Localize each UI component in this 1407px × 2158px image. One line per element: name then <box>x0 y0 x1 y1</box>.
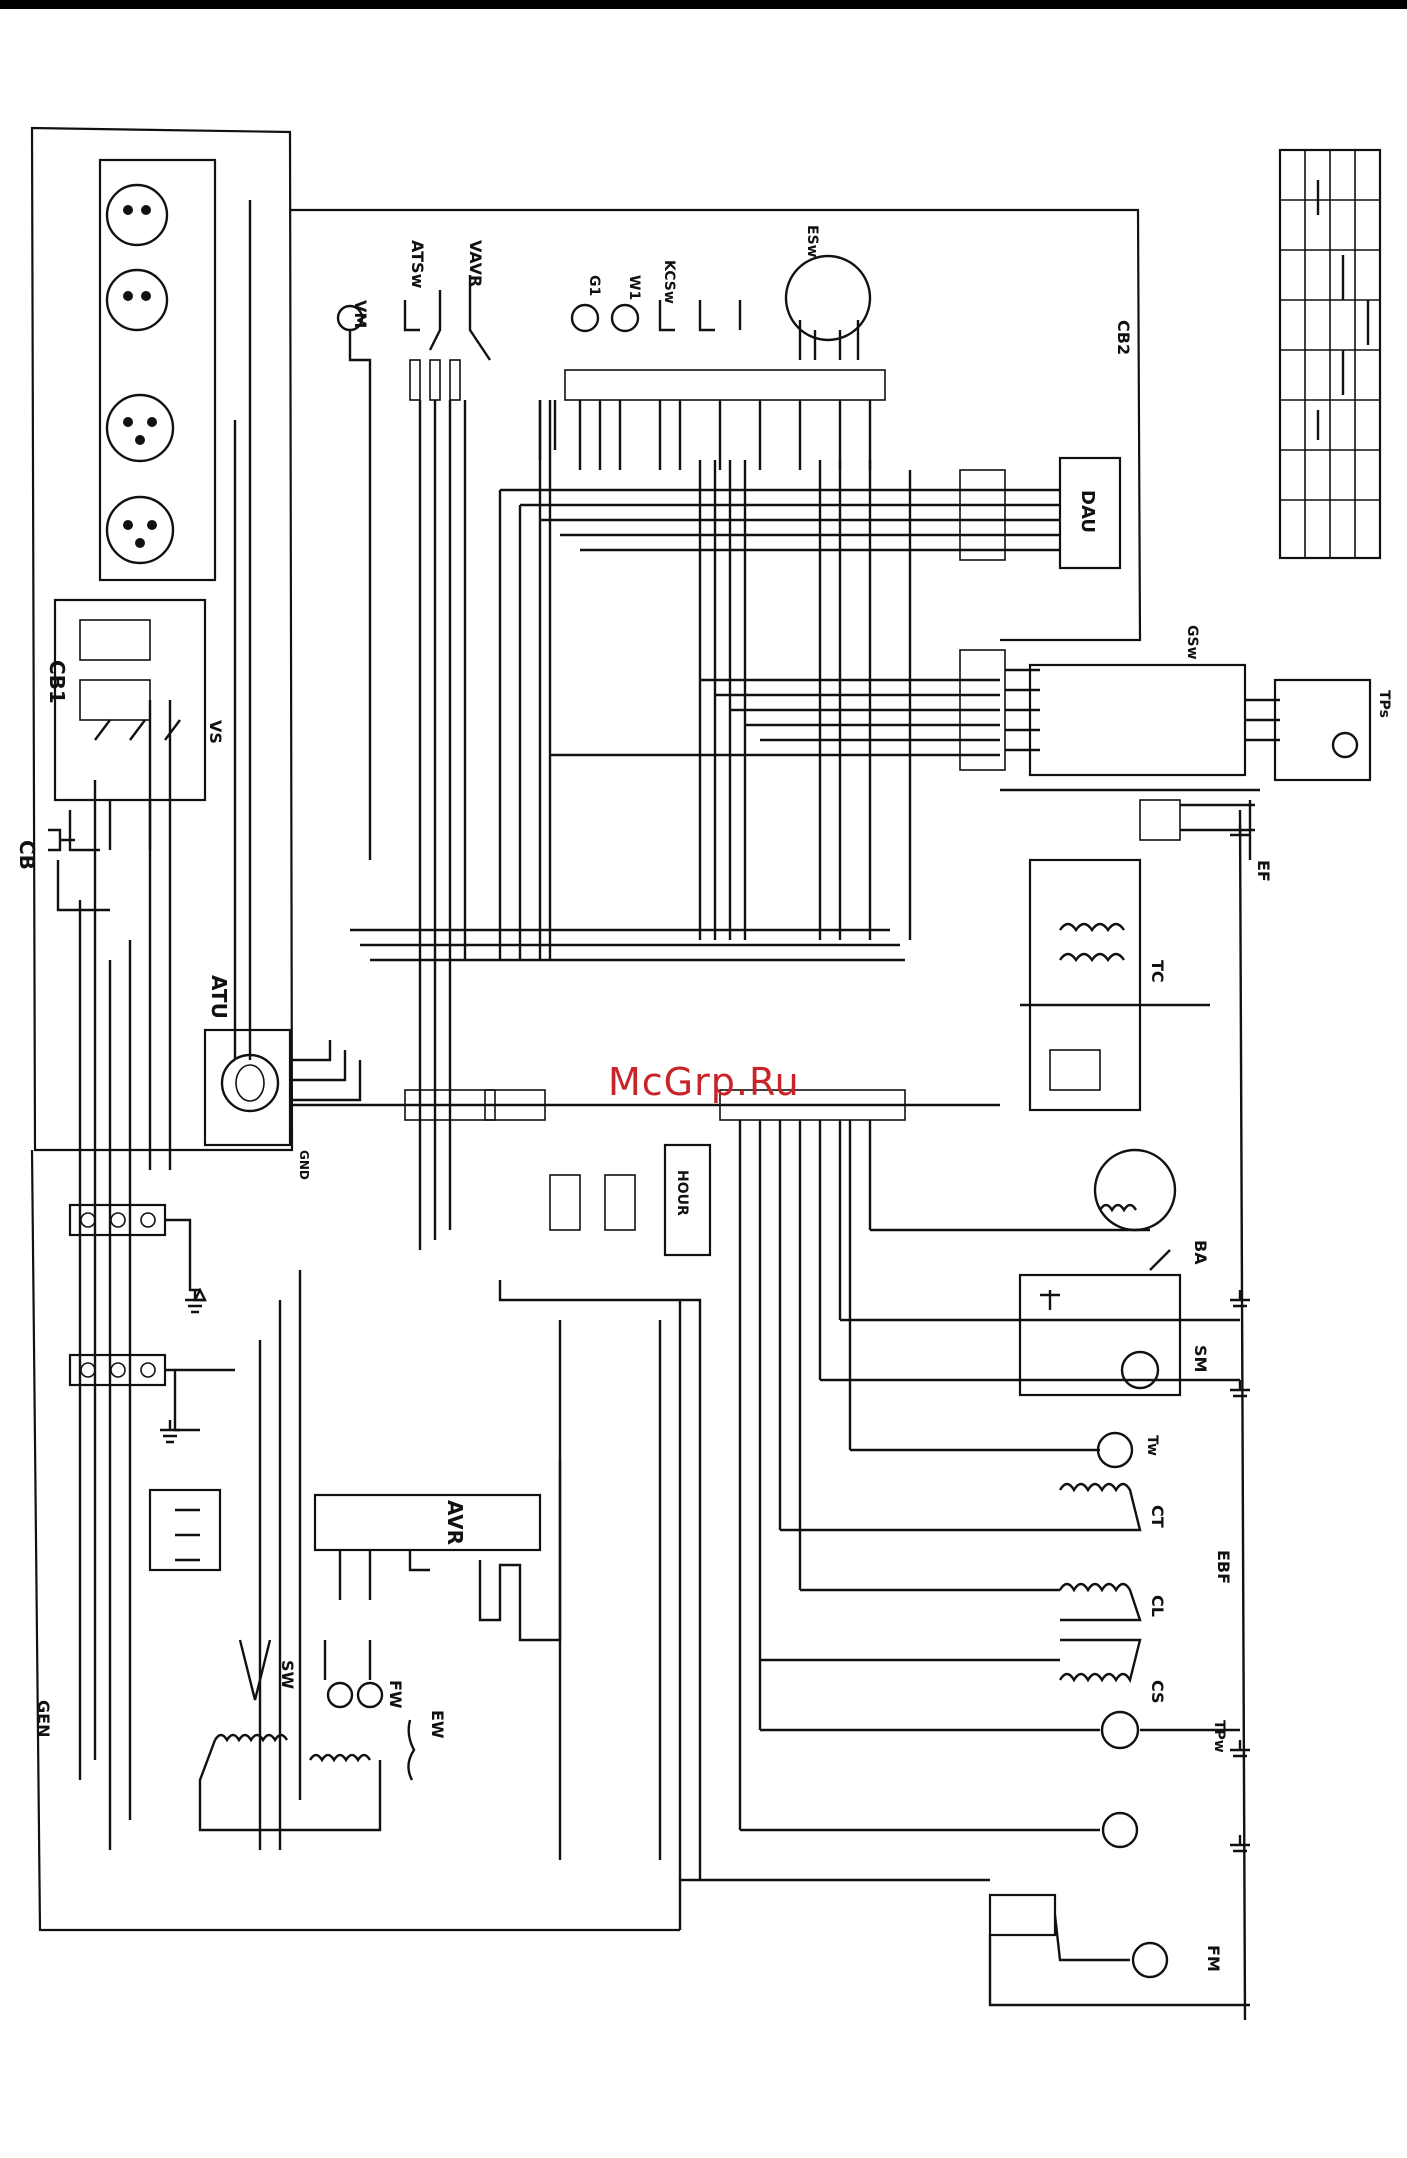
label-ba: BA <box>1191 1240 1210 1265</box>
ground-symbols <box>160 825 1250 1851</box>
label-fw: FW <box>386 1680 405 1709</box>
label-sw: SW <box>278 1660 297 1690</box>
label-gnd: GND <box>297 1150 311 1180</box>
atu-unit <box>205 1030 360 1145</box>
label-tc: TC <box>1148 960 1167 983</box>
central-connector-row <box>290 960 1000 1250</box>
label-cb: CB <box>15 840 39 870</box>
label-cs: CS <box>1148 1680 1167 1704</box>
label-hour: HOUR <box>674 1170 690 1216</box>
top-meters <box>338 256 870 860</box>
label-g1: G1 <box>586 275 602 296</box>
label-tpw: TPw <box>1211 1720 1227 1753</box>
receptacle-panel <box>100 160 215 580</box>
label-vavr: VAVR <box>466 240 485 287</box>
label-tw: Tw <box>1144 1435 1160 1456</box>
right-feed-wires <box>260 1120 870 1880</box>
left-bus-wires <box>80 200 250 1850</box>
label-kcsw: KCSw <box>661 260 677 304</box>
label-cb1: CB1 <box>45 660 69 704</box>
tc-transformer <box>1020 800 1255 1110</box>
right-devices <box>680 1150 1250 2005</box>
dau-bus-wires <box>500 458 1120 568</box>
right-return-rail <box>1000 790 1260 2020</box>
top-connector-block <box>540 370 885 470</box>
label-esw: ESw <box>804 225 820 258</box>
cb1-breaker <box>55 600 205 850</box>
switch-truth-table <box>1280 150 1380 558</box>
label-w1: W1 <box>626 275 642 300</box>
label-ew: EW <box>428 1710 447 1739</box>
cb-breaker <box>48 830 110 910</box>
watermark: McGrp.Ru <box>608 1060 800 1104</box>
label-sm: SM <box>1191 1345 1210 1372</box>
label-cl: CL <box>1148 1595 1167 1617</box>
label-vm: VM <box>351 300 370 328</box>
label-dau: DAU <box>1077 490 1098 533</box>
label-gsw: GSw <box>1184 625 1200 660</box>
right-sensor-connectors <box>960 650 1370 780</box>
label-gen: GEN <box>34 1700 53 1737</box>
label-ct: CT <box>1148 1505 1167 1528</box>
label-vs: VS <box>206 720 225 744</box>
label-fm: FM <box>1204 1945 1223 1972</box>
label-avr: AVR <box>443 1500 467 1545</box>
label-atu: ATU <box>207 975 231 1019</box>
label-ef: EF <box>1254 860 1273 882</box>
label-ebf: EBF <box>1214 1550 1233 1584</box>
mid-horizontal-wires <box>350 680 1000 960</box>
label-tps: TPs <box>1376 690 1392 718</box>
label-atsw: ATSw <box>408 240 427 289</box>
avr-unit <box>315 1460 560 1640</box>
label-cb2: CB2 <box>1114 320 1133 355</box>
